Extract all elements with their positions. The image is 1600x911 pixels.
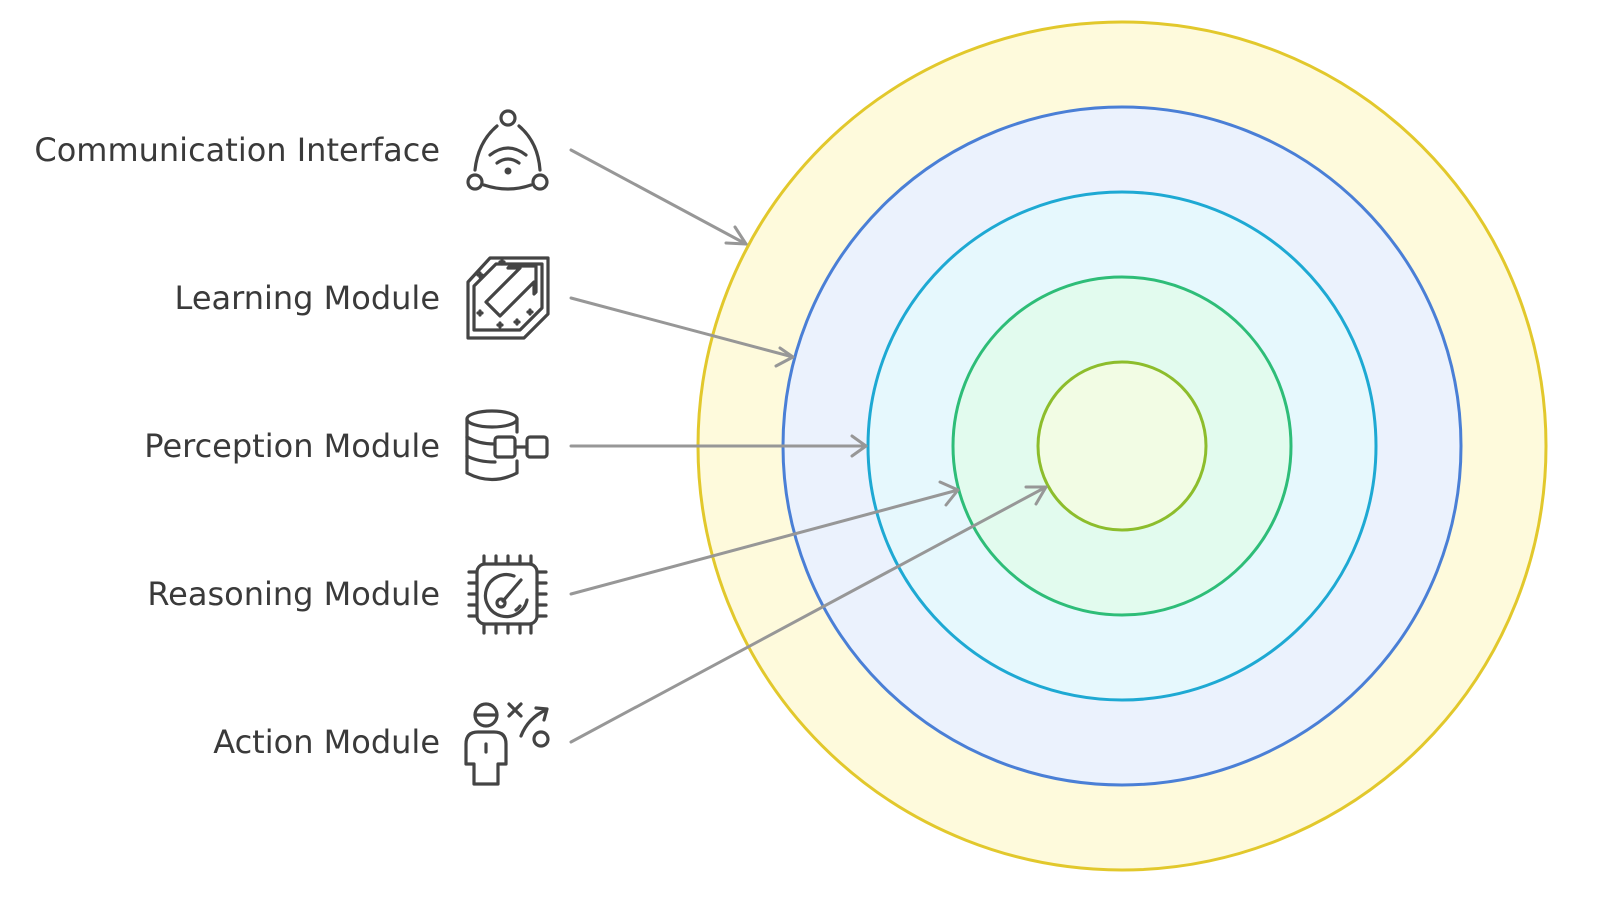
communication-arrow <box>569 148 748 246</box>
label-communication-interface: Communication Interface <box>34 131 440 169</box>
label-action-module: Action Module <box>213 723 440 761</box>
learning-arrow <box>569 296 795 368</box>
growth-chip-icon <box>466 256 550 340</box>
action-ring <box>1036 360 1208 532</box>
layer-icons <box>464 109 550 786</box>
label-learning-module: Learning Module <box>175 279 440 317</box>
perception-arrow <box>569 434 868 458</box>
connector-arrows <box>569 148 1048 744</box>
concentric-rings <box>696 20 1548 872</box>
action-arrow <box>569 485 1048 744</box>
label-reasoning-module: Reasoning Module <box>147 575 440 613</box>
play-strategy-icon <box>464 702 550 786</box>
processor-gauge-icon <box>467 554 548 635</box>
reasoning-arrow <box>569 480 960 596</box>
network-icon <box>466 109 549 191</box>
label-perception-module: Perception Module <box>144 427 440 465</box>
database-connector-icon <box>465 409 549 482</box>
layer-labels: Communication Interface Learning Module … <box>34 131 440 761</box>
